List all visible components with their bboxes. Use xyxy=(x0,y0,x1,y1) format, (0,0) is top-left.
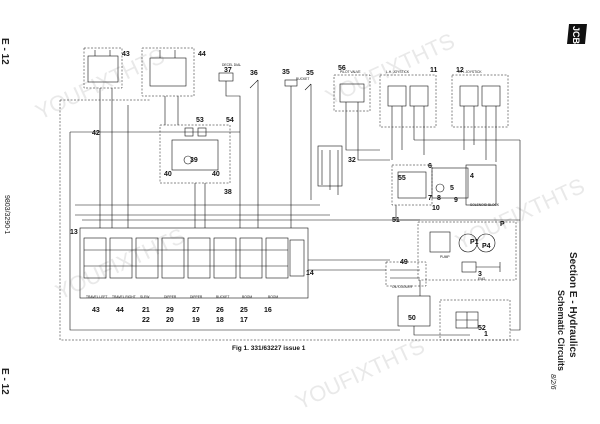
callout-6: 6 xyxy=(428,163,432,170)
svg-text:BOOM: BOOM xyxy=(268,295,278,299)
svg-text:L.H. JOYSTICK: L.H. JOYSTICK xyxy=(386,70,410,74)
svg-text:OIL COOLER: OIL COOLER xyxy=(392,285,413,289)
pilot-valve-56 xyxy=(333,74,371,128)
callout-P4: P4 xyxy=(482,243,491,250)
valve-block-43-44 xyxy=(83,47,195,108)
callout-35b: 35 xyxy=(306,70,314,77)
pump-assembly xyxy=(417,221,517,281)
joystick-valves xyxy=(379,74,509,140)
svg-text:ENG: ENG xyxy=(478,277,486,281)
svg-text:JCB: JCB xyxy=(571,26,581,45)
callout-56: 56 xyxy=(338,65,346,72)
svg-text:YOUFIXTHTS: YOUFIXTHTS xyxy=(292,333,429,415)
callout-52: 52 xyxy=(478,325,486,332)
callout-P1: P1 xyxy=(470,239,479,246)
callout-43-bottom: 43 xyxy=(92,307,100,314)
callout-40b: 40 xyxy=(212,171,220,178)
callout-49: 49 xyxy=(400,259,408,266)
callout-16: 16 xyxy=(264,307,272,314)
svg-text:BUCKET: BUCKET xyxy=(296,77,309,81)
callout-4: 4 xyxy=(470,173,474,180)
callout-labels: 43 44 42 37 36 35 35 56 11 12 53 54 39 4… xyxy=(70,51,505,338)
callout-20: 20 xyxy=(166,317,174,324)
hydraulic-lines xyxy=(59,99,521,341)
callout-42: 42 xyxy=(92,130,100,137)
svg-text:PUMP: PUMP xyxy=(440,255,450,259)
callout-12: 12 xyxy=(456,67,464,74)
jcb-logo: JCB xyxy=(567,24,587,45)
callout-37: 37 xyxy=(224,67,232,74)
callout-43: 43 xyxy=(122,51,130,58)
svg-text:R.H. JOYSTICK: R.H. JOYSTICK xyxy=(458,70,482,74)
svg-text:TRAVEL LEFT: TRAVEL LEFT xyxy=(86,295,107,299)
callout-3: 3 xyxy=(478,271,482,278)
callout-11: 11 xyxy=(430,67,438,74)
callout-7: 7 xyxy=(428,195,432,202)
svg-text:BUCKET: BUCKET xyxy=(216,295,229,299)
callout-1: 1 xyxy=(484,331,488,338)
callout-25: 25 xyxy=(240,307,248,314)
callout-19: 19 xyxy=(192,317,200,324)
cooler-tank-filter xyxy=(385,261,511,341)
callout-14: 14 xyxy=(306,270,314,277)
svg-text:SOLENOID BLOCK: SOLENOID BLOCK xyxy=(470,203,500,207)
callout-P: P xyxy=(500,221,505,228)
callout-38: 38 xyxy=(224,189,232,196)
callout-13: 13 xyxy=(70,229,78,236)
svg-text:TRAVEL RIGHT: TRAVEL RIGHT xyxy=(112,295,136,299)
callout-10: 10 xyxy=(432,205,440,212)
callout-50: 50 xyxy=(408,315,416,322)
callout-32: 32 xyxy=(348,157,356,164)
callout-8: 8 xyxy=(437,195,441,202)
watermark: YOUFIXTHTS YOUFIXTHTS YOUFIXTHTS YOUFIXT… xyxy=(32,28,589,415)
callout-22: 22 xyxy=(142,317,150,324)
callout-18: 18 xyxy=(216,317,224,324)
svg-text:DECEL DIAL: DECEL DIAL xyxy=(222,63,241,67)
callout-44-bottom: 44 xyxy=(116,307,124,314)
callout-36: 36 xyxy=(250,70,258,77)
callout-51: 51 xyxy=(392,217,400,224)
valve-bank-labels: TRAVEL LEFT TRAVEL RIGHT SLEW DIPPER DIP… xyxy=(86,63,500,299)
callout-9: 9 xyxy=(454,197,458,204)
callout-40a: 40 xyxy=(164,171,172,178)
svg-text:SLEW: SLEW xyxy=(140,295,150,299)
callout-27: 27 xyxy=(192,307,200,314)
svg-text:DIPPER: DIPPER xyxy=(190,295,203,299)
callout-39: 39 xyxy=(190,157,198,164)
callout-29: 29 xyxy=(166,307,174,314)
callout-26: 26 xyxy=(216,307,224,314)
figure-caption: Fig 1. 331/63227 issue 1 xyxy=(232,345,306,352)
callout-55: 55 xyxy=(398,175,406,182)
callout-53: 53 xyxy=(196,117,204,124)
main-control-valve-bank xyxy=(79,227,309,299)
callout-44: 44 xyxy=(198,51,206,58)
callout-54: 54 xyxy=(226,117,234,124)
control-switches xyxy=(218,72,312,134)
callout-5: 5 xyxy=(450,185,454,192)
svg-text:PILOT VALVE: PILOT VALVE xyxy=(340,70,361,74)
callout-35a: 35 xyxy=(282,69,290,76)
callout-21: 21 xyxy=(142,307,150,314)
svg-text:BOOM: BOOM xyxy=(242,295,252,299)
svg-text:DIPPER: DIPPER xyxy=(164,295,177,299)
callout-17: 17 xyxy=(240,317,248,324)
